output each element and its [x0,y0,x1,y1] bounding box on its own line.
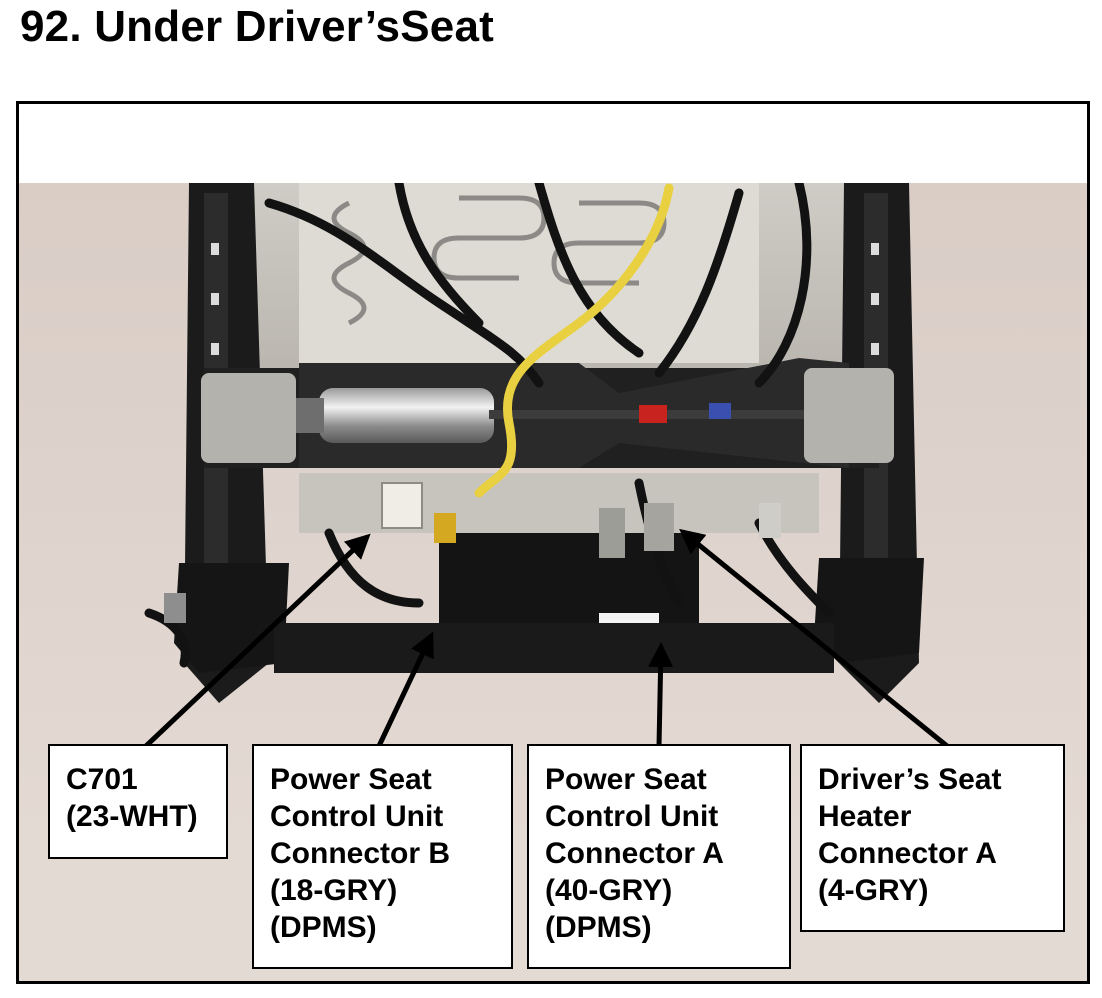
callout-text: (23-WHT) [66,800,198,833]
callout-text: (18-GRY) [270,874,398,907]
callout-text: Control Unit [545,800,719,833]
callout-text: (DPMS) [270,911,377,944]
callout-text: Connector A [545,837,724,870]
figure-frame: C701 (23-WHT) Power Seat Control Unit Co… [16,101,1090,984]
callout-text: Power Seat [270,763,432,796]
callout-text: Driver’s Seat [818,763,1002,796]
arrow-connector-b [376,631,434,748]
callout-seat-heater-connector-a: Driver’s Seat Heater Connector A (4-GRY) [800,744,1065,932]
callout-text: Heater [818,800,912,833]
callout-c701: C701 (23-WHT) [48,744,228,859]
page-title: 92. Under Driver’sSeat [20,2,494,51]
arrow-c701 [144,533,371,748]
callout-arrows [144,528,949,748]
callout-text: C701 [66,763,138,796]
callout-text: Control Unit [270,800,444,833]
arrow-seat-heater [679,528,949,748]
callout-text: Connector B [270,837,450,870]
callout-power-seat-connector-a: Power Seat Control Unit Connector A (40-… [527,744,791,969]
callout-power-seat-connector-b: Power Seat Control Unit Connector B (18-… [252,744,513,969]
arrow-connector-a [648,642,674,747]
callout-text: Power Seat [545,763,707,796]
callout-text: (4-GRY) [818,874,929,907]
callout-text: (40-GRY) [545,874,673,907]
callout-text: (DPMS) [545,911,652,944]
callout-text: Connector A [818,837,997,870]
